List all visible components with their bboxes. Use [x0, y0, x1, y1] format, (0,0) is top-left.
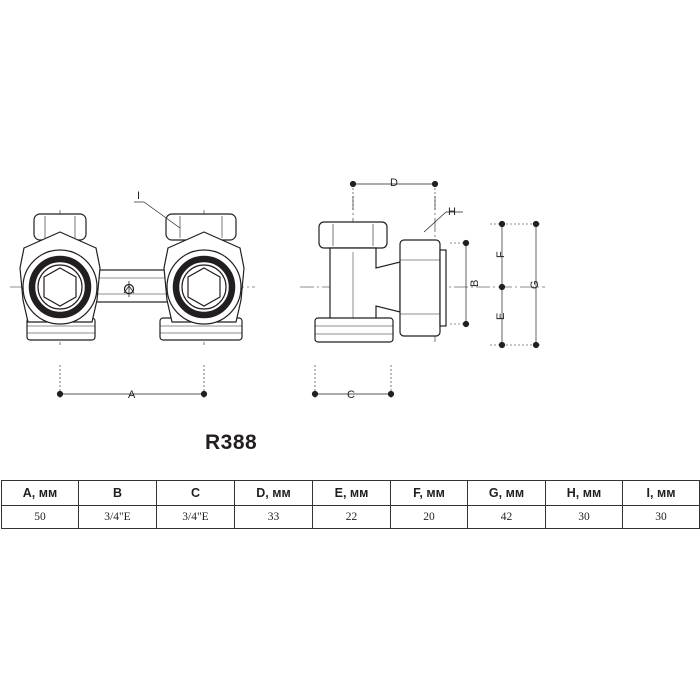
table-header-row: A, мм B C D, мм E, мм F, мм G, мм H, мм … [1, 480, 700, 506]
model-title: R388 [205, 431, 258, 454]
header-cell: E, мм [312, 480, 391, 506]
header-cell: I, мм [622, 480, 700, 506]
value-cell: 30 [545, 505, 623, 529]
header-cell: B [78, 480, 157, 506]
label-a: A [128, 389, 136, 401]
value-cell: 22 [312, 505, 391, 529]
label-i: I [137, 190, 140, 202]
header-cell: F, мм [390, 480, 468, 506]
technical-drawing: A I D C H B F E G [10, 177, 545, 401]
left-valve-body [19, 213, 101, 341]
header-cell: D, мм [234, 480, 313, 506]
table-row: 50 3/4"E 3/4"E 33 22 20 42 30 30 [1, 505, 700, 529]
right-valve-body [159, 213, 245, 341]
value-cell: 20 [390, 505, 468, 529]
header-cell: G, мм [467, 480, 546, 506]
value-cell: 3/4"E [156, 505, 235, 529]
header-cell: H, мм [545, 480, 623, 506]
label-f: F [495, 251, 507, 258]
label-c: C [347, 389, 355, 401]
label-g: G [529, 280, 541, 289]
value-cell: 42 [467, 505, 546, 529]
label-d: D [390, 177, 398, 189]
label-e: E [495, 313, 507, 320]
dimensions-table: A, мм B C D, мм E, мм F, мм G, мм H, мм … [1, 480, 700, 529]
header-cell: A, мм [1, 480, 79, 506]
label-b: B [469, 280, 481, 287]
value-cell: 33 [234, 505, 313, 529]
header-cell: C [156, 480, 235, 506]
side-view [300, 180, 545, 398]
value-cell: 50 [1, 505, 79, 529]
front-view [10, 201, 255, 398]
value-cell: 30 [622, 505, 700, 529]
value-cell: 3/4"E [78, 505, 157, 529]
label-h: H [448, 206, 456, 218]
